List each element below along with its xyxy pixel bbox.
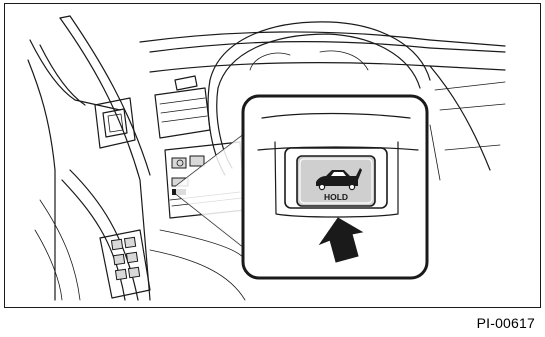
dashboard-line-art	[27, 15, 506, 301]
callout-leader-lines	[175, 127, 253, 255]
figure-id-label: PI-00617	[476, 315, 535, 331]
figure-frame	[4, 3, 541, 308]
callout-magnified-view	[241, 94, 429, 280]
arrow-up-icon	[318, 217, 364, 263]
hold-button-label: HOLD	[324, 192, 348, 202]
trunk-lid-car-icon	[316, 168, 362, 191]
